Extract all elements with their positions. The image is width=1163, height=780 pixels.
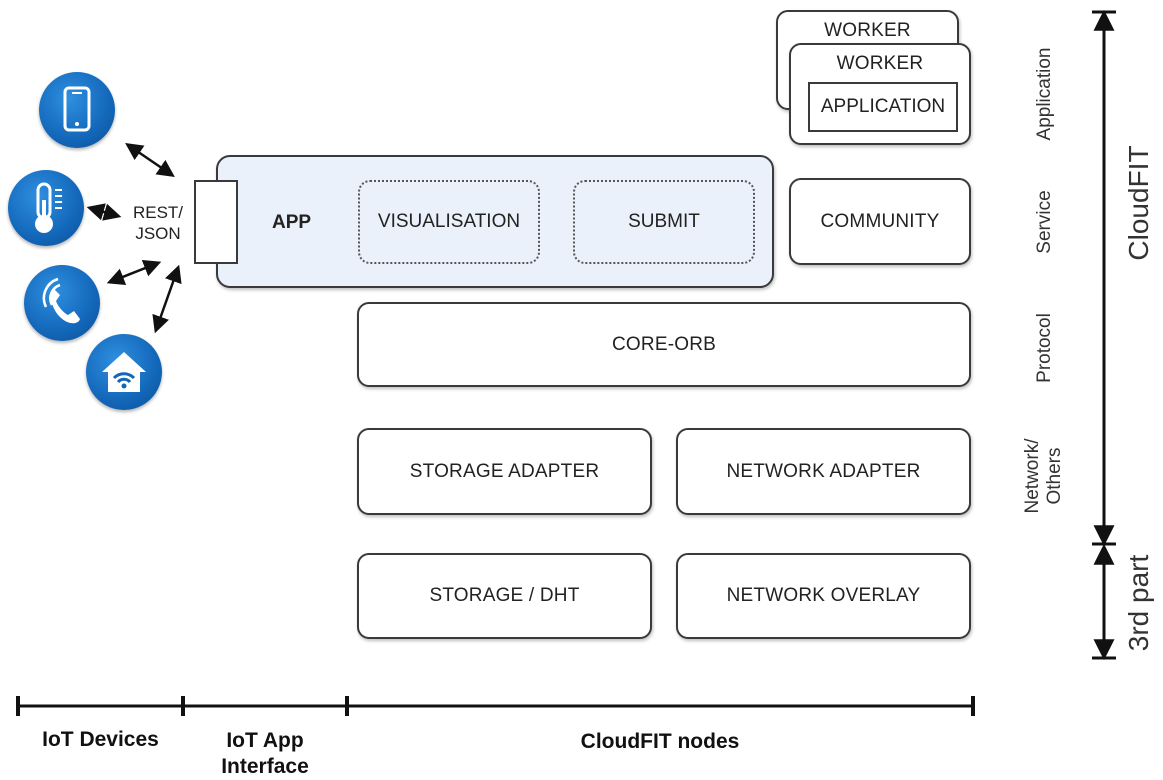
layer-label-protocol: Protocol xyxy=(1034,313,1055,383)
submit-module: SUBMIT xyxy=(573,180,755,264)
worker-front-label: WORKER xyxy=(836,53,924,74)
application-box: APPLICATION xyxy=(808,82,958,132)
smart-home-icon xyxy=(86,334,162,410)
network-adapter-box: NETWORK ADAPTER xyxy=(676,428,971,515)
footer-iot-app-interface: IoT App Interface xyxy=(221,729,309,778)
worker-back-label: WORKER xyxy=(824,20,911,41)
phone-icon xyxy=(24,265,100,341)
rest-json-label: REST/ JSON xyxy=(132,203,184,243)
community-box: COMMUNITY xyxy=(789,178,971,265)
thermometer-icon xyxy=(8,170,84,246)
visualisation-module: VISUALISATION xyxy=(358,180,540,264)
smartphone-icon xyxy=(39,72,115,148)
storage-dht-box: STORAGE / DHT xyxy=(357,553,652,639)
layer-label-network-others: Network/ Others xyxy=(1022,438,1065,514)
app-interface-port xyxy=(194,180,238,264)
app-container xyxy=(216,155,774,288)
scope-label-cloudfit: CloudFIT xyxy=(1123,145,1154,261)
network-overlay-box: NETWORK OVERLAY xyxy=(676,553,971,639)
layer-label-service: Service xyxy=(1034,190,1055,254)
arrow-smartphone xyxy=(125,143,175,177)
arrow-phone xyxy=(106,260,162,285)
footer-cloudfit-nodes: CloudFIT nodes xyxy=(580,730,740,753)
arrow-thermometer xyxy=(86,203,122,221)
core-orb-box: CORE-ORB xyxy=(357,302,971,387)
scope-label-third-party: 3rd part xyxy=(1123,554,1154,652)
arrow-home xyxy=(152,264,182,334)
storage-adapter-box: STORAGE ADAPTER xyxy=(357,428,652,515)
footer-iot-devices: IoT Devices xyxy=(42,728,159,751)
layer-label-application: Application xyxy=(1034,47,1055,141)
app-label: APP xyxy=(272,212,312,233)
